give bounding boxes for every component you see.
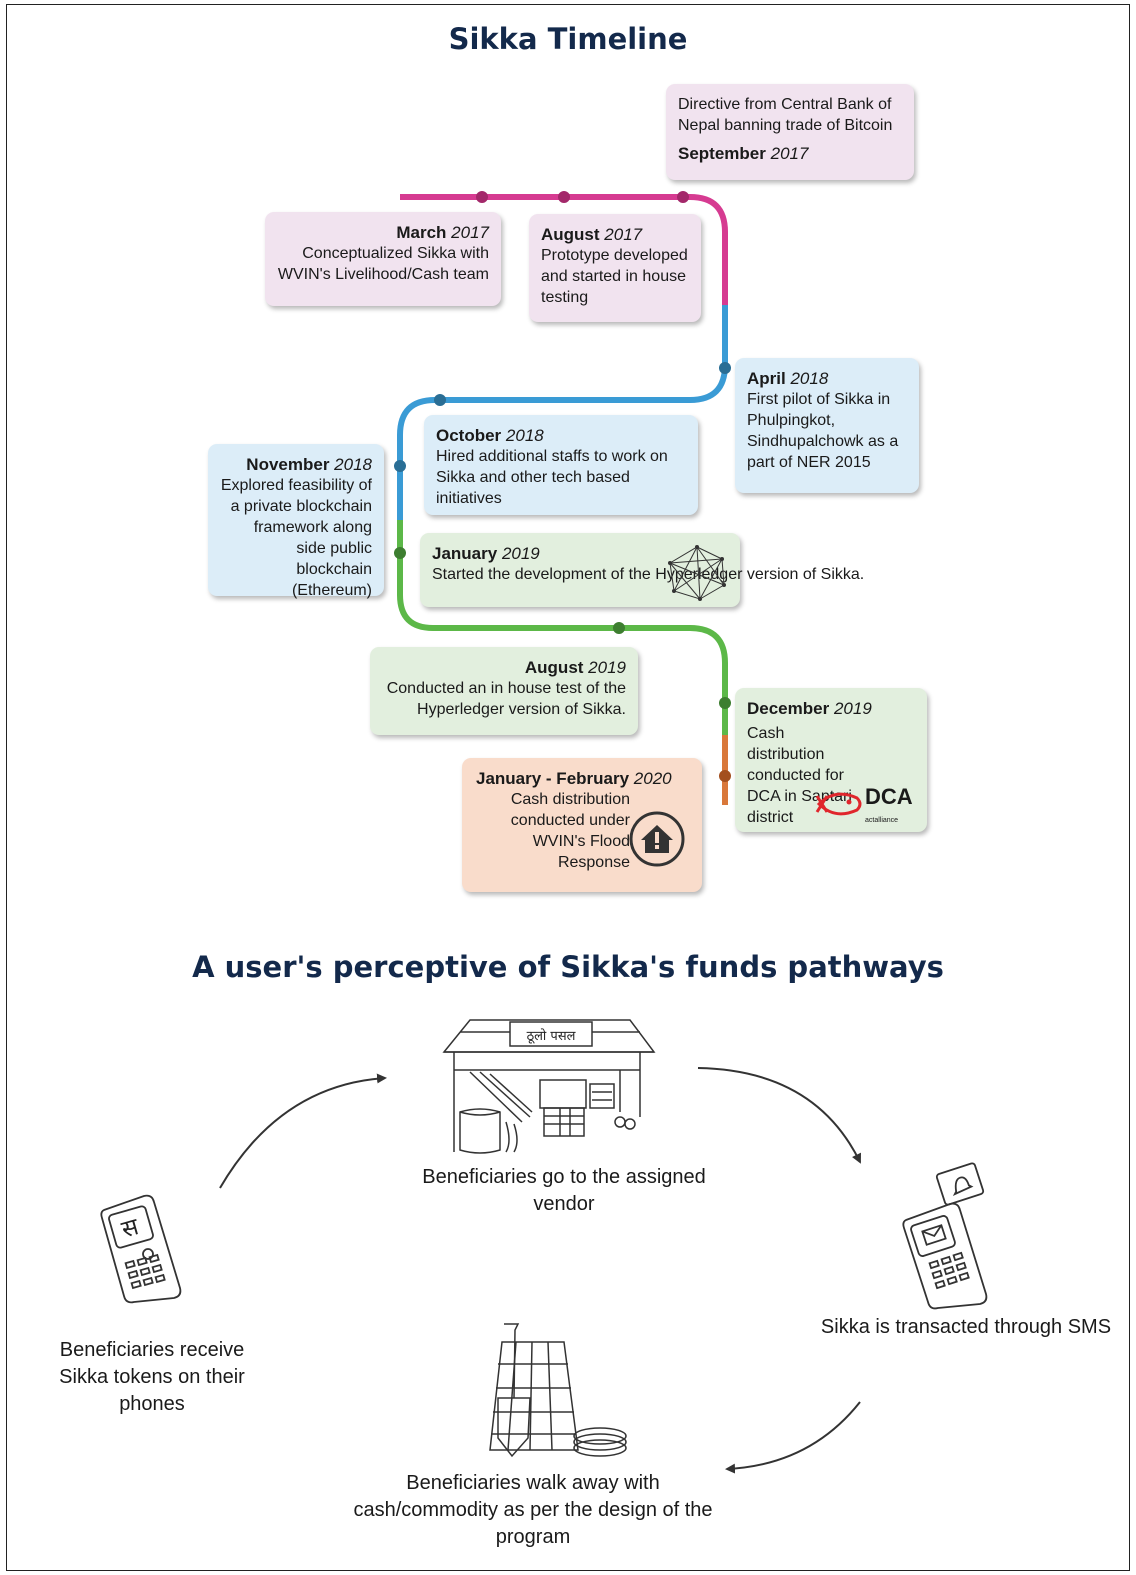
event-month: December — [747, 699, 830, 718]
event-card-apr2018: April 2018 First pilot of Sikka in Phulp… — [735, 358, 919, 493]
event-card-aug2019: August 2019 Conducted an in house test o… — [370, 647, 638, 735]
milestone-dot — [719, 770, 731, 782]
phone-sikka-icon: स — [100, 1194, 182, 1304]
arrow-vendor-to-sms — [697, 1067, 861, 1164]
event-year: 2018 — [505, 426, 544, 445]
event-text: Hired additional staffs to work on Sikka… — [436, 448, 668, 507]
event-year: 2017 — [604, 225, 643, 244]
event-text: Prototype developed and started in house… — [541, 247, 688, 306]
dca-logo: DCA actalliance — [815, 784, 919, 824]
event-month: October — [436, 426, 502, 445]
dca-sub: actalliance — [865, 817, 899, 824]
flood-house-icon — [629, 811, 685, 867]
event-month: January — [432, 544, 498, 563]
event-year: 2017 — [770, 144, 809, 163]
event-card-nov2018: November 2018 Explored feasibility of a … — [208, 444, 384, 599]
event-text: First pilot of Sikka in Phulpingkot, Sin… — [747, 391, 899, 471]
event-card-sep2017: Directive from Central Bank of Nepal ban… — [666, 84, 914, 180]
event-month: January - February — [476, 769, 630, 788]
event-text: Directive from Central Bank of Nepal ban… — [678, 96, 893, 134]
timeline-track — [394, 191, 731, 805]
caption-sms: Sikka is transacted through SMS — [820, 1316, 1112, 1338]
event-month: September — [678, 144, 766, 163]
vendor-shop-illustration: ठूलो पसल — [442, 1019, 656, 1154]
milestone-dot — [558, 191, 570, 203]
event-card-aug2017: August 2017 Prototype developed and star… — [529, 214, 701, 322]
event-year: 2018 — [334, 455, 372, 474]
event-month: August — [524, 658, 584, 677]
milestone-dot — [476, 191, 488, 203]
event-text: Explored feasibility of a private blockc… — [220, 477, 372, 599]
event-card-jan2020: January - February 2020 Cash distributio… — [462, 758, 702, 892]
caption-walk: Beneficiaries walk away with cash/commod… — [353, 1472, 713, 1548]
event-year: 2017 — [451, 223, 489, 242]
track-green — [397, 520, 728, 735]
milestone-dot — [613, 622, 625, 634]
milestone-dot — [434, 394, 446, 406]
event-year: 2018 — [790, 369, 829, 388]
sikka-char: स — [118, 1212, 142, 1244]
caption-receive: Beneficiaries receive Sikka tokens on th… — [59, 1339, 245, 1415]
timeline-title: Sikka Timeline — [448, 22, 688, 56]
milestone-dot — [394, 547, 406, 559]
phone-sms-icon — [902, 1162, 988, 1310]
arrow-sms-to-walk — [725, 1401, 861, 1474]
event-card-mar2017: March 2017 Conceptualized Sikka with WVI… — [265, 212, 501, 306]
event-text: Cash distribution conducted under WVIN's… — [510, 791, 630, 871]
dca-name: DCA — [865, 784, 913, 809]
event-year: 2020 — [633, 769, 672, 788]
milestone-dot — [719, 697, 731, 709]
event-month: April — [747, 369, 786, 388]
event-card-oct2018: October 2018 Hired additional staffs to … — [424, 415, 698, 515]
track-blue — [397, 305, 728, 520]
event-text: Conducted an in house test of the Hyperl… — [386, 680, 626, 718]
milestone-dot — [677, 191, 689, 203]
event-card-dec2019: December 2019 Cash distribution conducte… — [735, 688, 927, 832]
event-year: 2019 — [833, 699, 872, 718]
milestone-dot — [719, 362, 731, 374]
pathways-title: A user's perceptive of Sikka's funds pat… — [192, 950, 944, 984]
figure-frame — [6, 4, 1130, 1571]
track-pink — [400, 194, 728, 305]
network-icon — [668, 545, 726, 601]
shop-sign: ठूलो पसल — [527, 1028, 576, 1044]
event-month: August — [541, 225, 600, 244]
event-text: Conceptualized Sikka with WVIN's Livelih… — [277, 245, 489, 283]
event-month: November — [246, 455, 330, 474]
event-month: March — [396, 223, 447, 242]
arrow-receive-to-vendor — [219, 1073, 387, 1189]
fish-icon — [815, 792, 862, 816]
event-year: 2019 — [501, 544, 540, 563]
event-year: 2019 — [588, 658, 626, 677]
caption-vendor: Beneficiaries go to the assigned vendor — [422, 1166, 706, 1215]
milestone-dot — [394, 460, 406, 472]
basket-shovel-illustration — [489, 1323, 627, 1458]
